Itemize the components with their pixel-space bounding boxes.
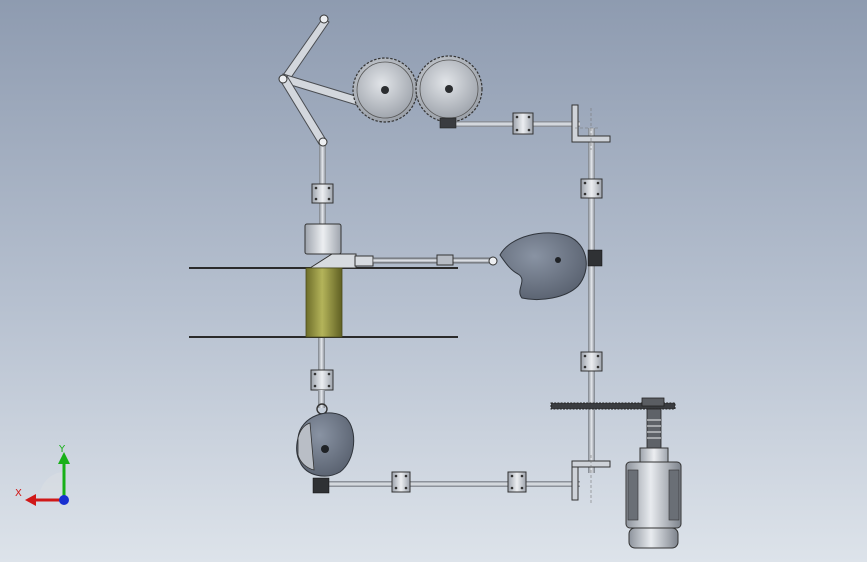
triad-x-label: X: [15, 488, 22, 499]
bearing-block-bottom-right: [507, 471, 527, 493]
gear-rack: [550, 397, 676, 410]
bearing-block-left-lower: [310, 369, 334, 391]
push-rod: [308, 253, 498, 269]
triad-y-label: Y: [58, 444, 66, 455]
bevel-bracket-top: [571, 104, 611, 150]
olive-cylinder: [305, 267, 343, 338]
bearing-block-right-lower: [580, 351, 603, 372]
pivot-pin-bottom: [318, 137, 328, 147]
cam-plate-bottom: [296, 412, 355, 494]
triad-z-axis: [59, 495, 69, 505]
electric-motor: [625, 408, 682, 549]
cam-plate-right: [499, 232, 603, 300]
bottom-horizontal-shaft: [322, 481, 580, 487]
slider-block: [304, 223, 342, 255]
spur-gear-left: [352, 57, 418, 123]
pivot-pin-elbow: [278, 74, 288, 84]
right-vertical-shaft: [588, 128, 595, 473]
spur-gear-right: [415, 55, 483, 123]
bevel-bracket-bottom: [571, 455, 611, 505]
bevel-gear-top: [439, 117, 457, 129]
coordinate-triad: Y X: [15, 444, 70, 506]
bearing-block-top-shaft: [512, 112, 534, 135]
linkage-arms: [278, 14, 368, 147]
follower-link-bottom: [316, 390, 328, 415]
bearing-block-left-upper: [311, 183, 334, 204]
bearing-block-bottom-left: [391, 471, 411, 493]
pivot-pin-top: [319, 14, 329, 24]
bearing-block-right-upper: [580, 178, 603, 199]
